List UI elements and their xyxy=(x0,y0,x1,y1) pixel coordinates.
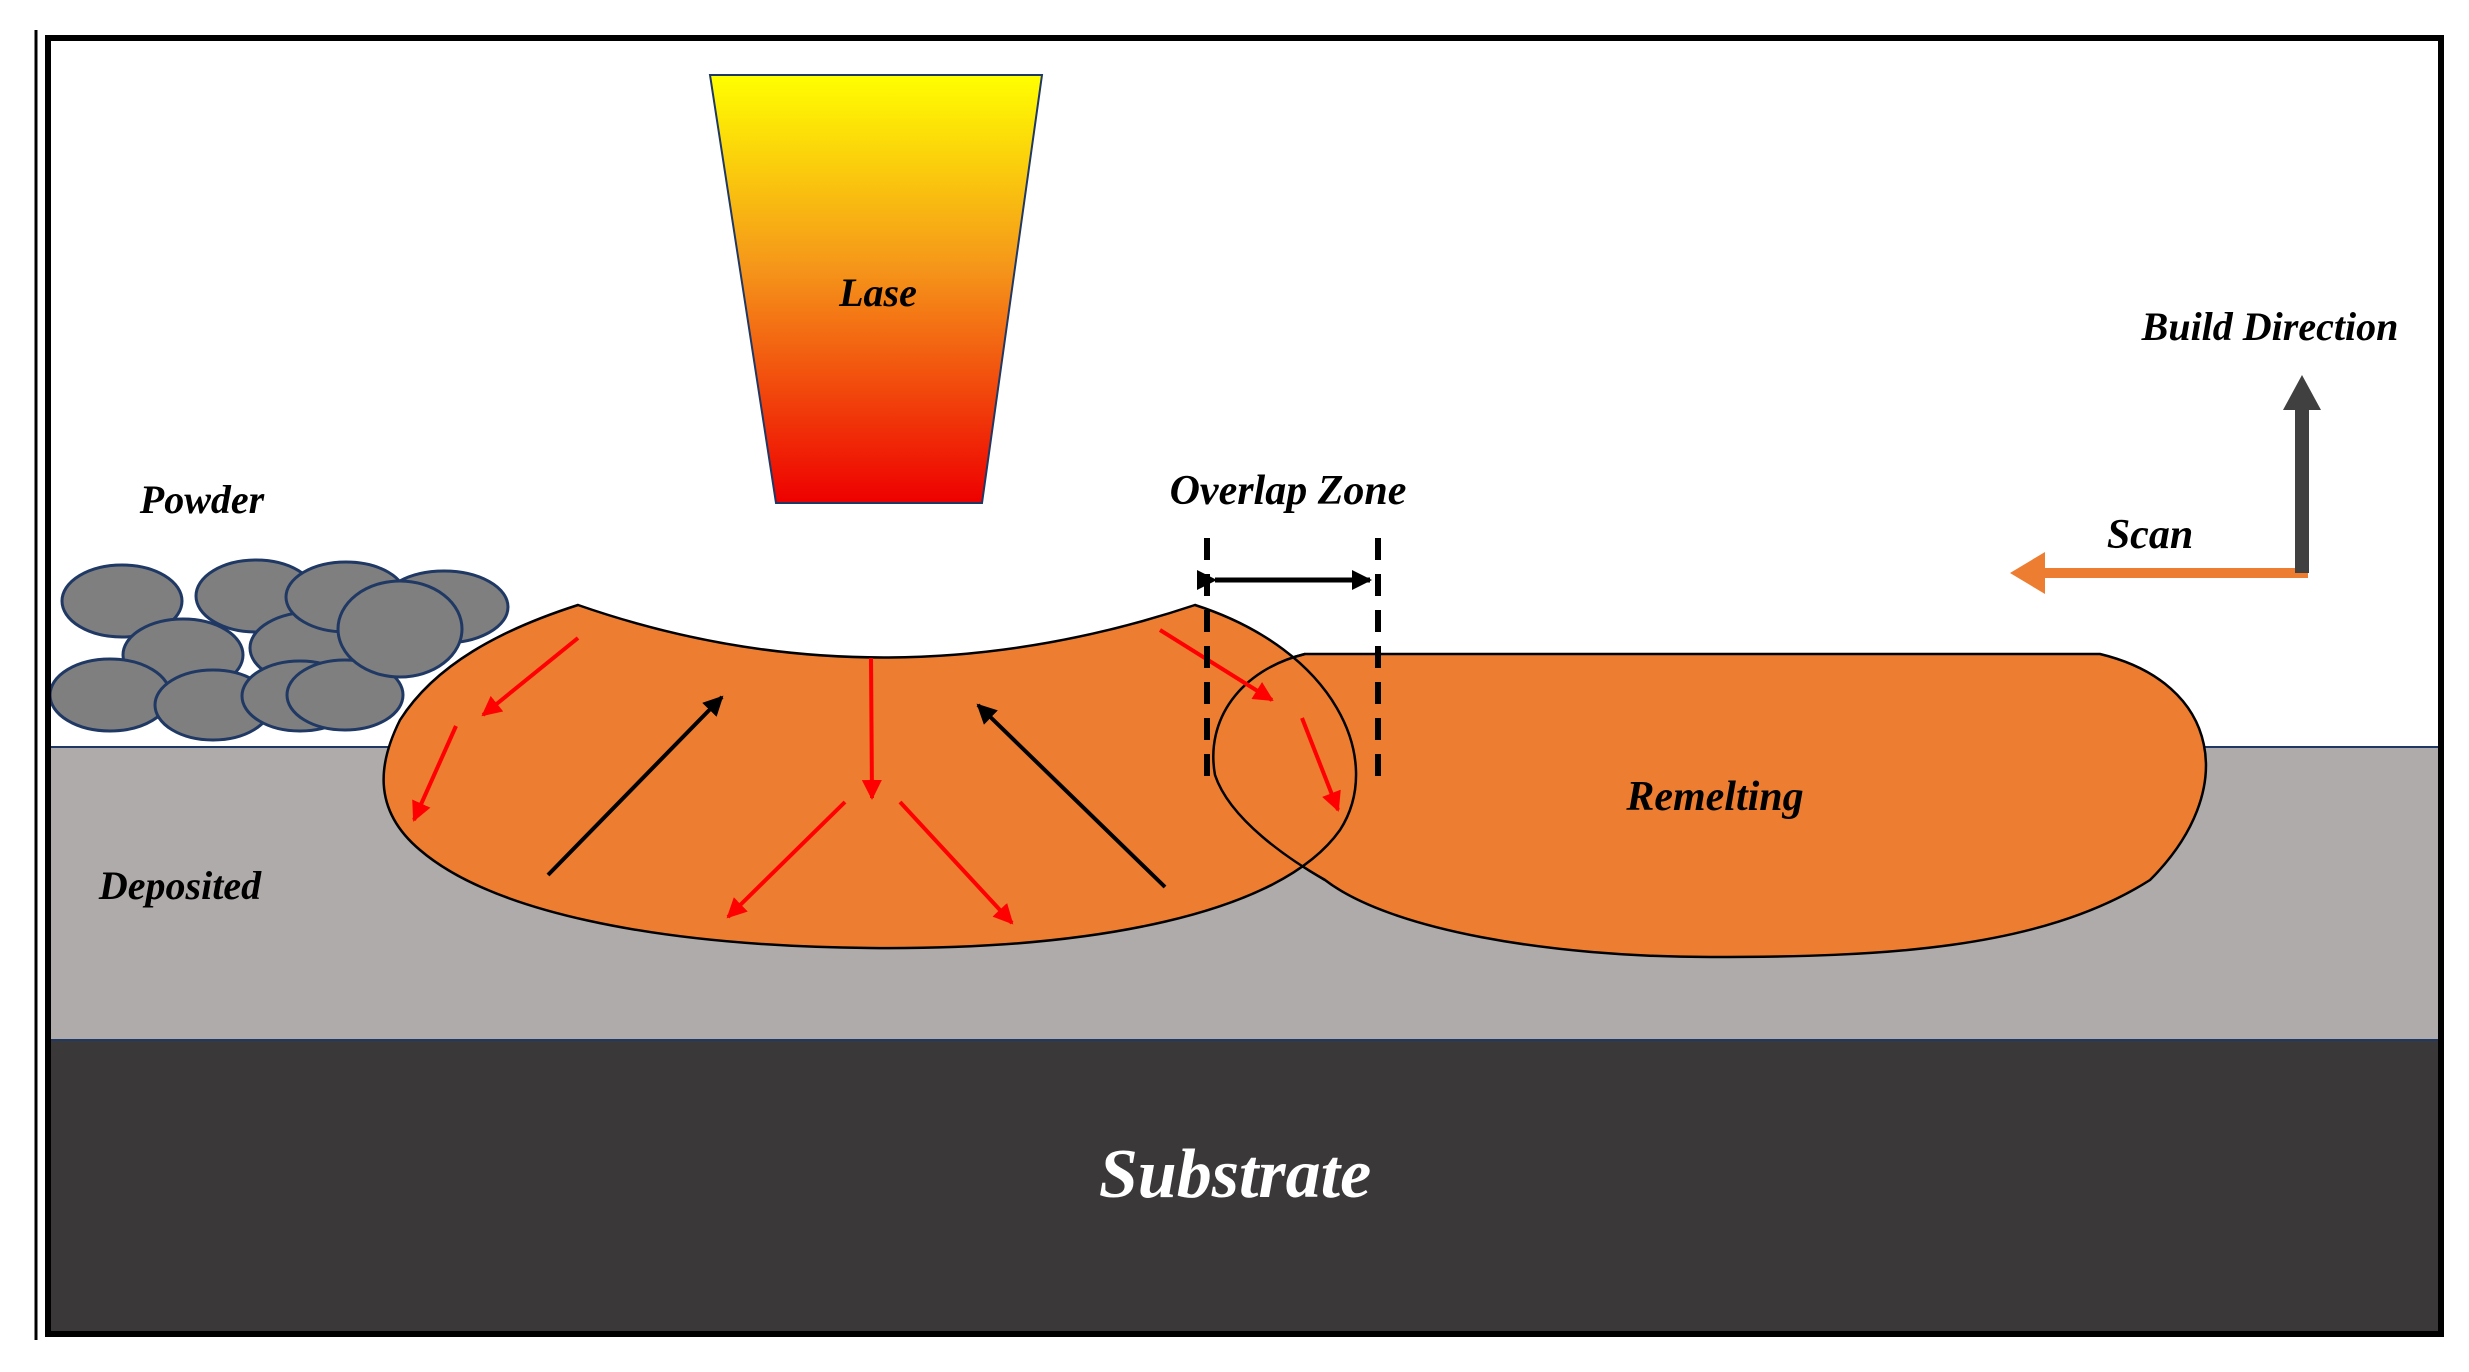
scan-arrow-head xyxy=(2010,552,2045,594)
powder-particle xyxy=(285,658,405,732)
build-arrow-shaft xyxy=(2295,405,2309,573)
flow-arrow-black xyxy=(976,703,1167,889)
flow-arrow-red xyxy=(481,636,580,717)
flow-arrow-red xyxy=(898,800,1014,925)
flow-arrow-red xyxy=(1158,628,1274,702)
flow-arrow-red xyxy=(412,725,458,822)
deposited-label: Deposited xyxy=(98,863,262,908)
powder-particles xyxy=(48,558,510,742)
overlap-zone-marker xyxy=(1197,538,1381,790)
substrate-label: Substrate xyxy=(1099,1136,1371,1213)
powder-particle xyxy=(336,579,464,679)
build-arrow-head xyxy=(2283,375,2321,410)
frame-border xyxy=(45,35,2444,1337)
black-flow-arrows xyxy=(546,695,1167,889)
flow-arrow-red xyxy=(726,800,847,919)
scan-arrow xyxy=(2010,552,2308,594)
flow-arrow-red xyxy=(861,657,882,800)
scan-label: Scan xyxy=(2107,512,2193,558)
red-flow-arrows xyxy=(412,628,1341,925)
laser-beam xyxy=(708,74,1044,504)
build-direction-arrow xyxy=(2283,375,2321,573)
current-melt-pool xyxy=(382,603,1358,950)
overlap-zone-label: Overlap Zone xyxy=(1170,468,1407,514)
flow-arrow-black xyxy=(546,695,724,877)
powder-particle xyxy=(48,657,172,733)
build-direction-label: Build Direction xyxy=(2141,304,2399,349)
flow-arrow-red xyxy=(1300,717,1341,812)
remelting-label: Remelting xyxy=(1625,774,1803,820)
powder-particle xyxy=(60,563,184,639)
powder-label: Powder xyxy=(139,477,265,522)
overlap-outline xyxy=(1212,652,1326,882)
laser-label: Lase xyxy=(838,270,917,315)
